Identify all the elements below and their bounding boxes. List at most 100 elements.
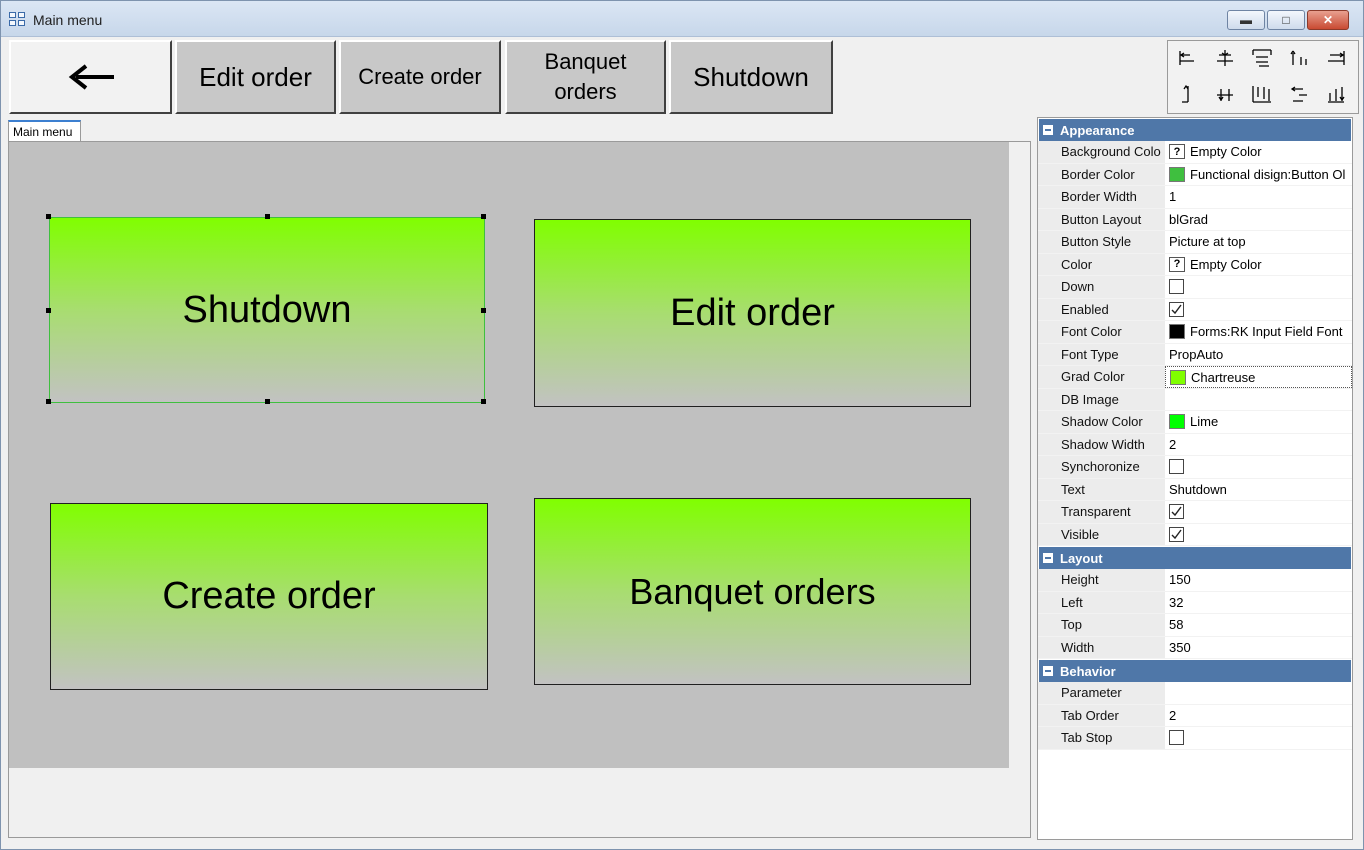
property-value[interactable]: Chartreuse [1165,366,1352,388]
property-row[interactable]: Parameter [1038,682,1352,705]
property-value[interactable]: 350 [1165,637,1352,659]
category-layout[interactable]: Layout [1039,547,1351,569]
property-value[interactable]: Lime [1165,411,1352,433]
space-equal-vertical-icon[interactable] [1250,83,1274,105]
toolbar-create-order-button[interactable]: Create order [339,40,501,114]
align-center-horizontal-icon[interactable] [1213,47,1237,69]
canvas-create-order-button[interactable]: Create order [50,503,488,690]
canvas-edit-order-button[interactable]: Edit order [534,219,971,407]
align-left-icon[interactable] [1176,47,1200,69]
property-value[interactable]: ?Empty Color [1165,141,1352,163]
selection-handle[interactable] [46,214,51,219]
property-row[interactable]: Down [1038,276,1352,299]
toolbar-shutdown-button[interactable]: Shutdown [669,40,833,114]
selection-handle[interactable] [46,308,51,313]
category-behavior[interactable]: Behavior [1039,660,1351,682]
close-button[interactable]: ✕ [1307,10,1349,30]
selection-handle[interactable] [481,214,486,219]
property-name: Enabled [1038,298,1165,320]
property-name: Parameter [1038,682,1165,704]
property-value[interactable] [1165,682,1352,704]
align-bottom-icon[interactable] [1324,83,1348,105]
property-value[interactable] [1165,456,1352,478]
property-row[interactable]: Tab Stop [1038,727,1352,750]
selection-handle[interactable] [481,399,486,404]
property-value[interactable]: 32 [1165,592,1352,614]
property-row[interactable]: Visible [1038,523,1352,546]
collapse-icon[interactable] [1043,666,1053,676]
checkbox[interactable] [1169,301,1184,317]
property-value[interactable]: Picture at top [1165,231,1352,253]
checkbox[interactable] [1169,459,1184,474]
canvas-banquet-orders-button[interactable]: Banquet orders [534,498,971,685]
collapse-icon[interactable] [1043,553,1053,563]
window-controls: ▬ □ ✕ [1227,10,1349,30]
property-row[interactable]: DB Image [1038,388,1352,411]
maximize-button[interactable]: □ [1267,10,1305,30]
toolbar-banquet-orders-button[interactable]: Banquet orders [505,40,666,114]
checkbox[interactable] [1169,279,1184,294]
property-value[interactable] [1165,501,1352,523]
checkbox[interactable] [1169,504,1184,519]
property-row[interactable]: Background Colo?Empty Color [1038,141,1352,164]
align-middle-vertical-icon[interactable] [1176,83,1200,105]
category-appearance[interactable]: Appearance [1039,119,1351,141]
tab-main-menu[interactable]: Main menu [8,120,81,142]
selection-handle[interactable] [481,308,486,313]
selection-handle[interactable] [265,214,270,219]
property-row[interactable]: Enabled [1038,298,1352,321]
property-value[interactable]: Functional disign:Button Ol [1165,164,1352,186]
property-value[interactable]: Shutdown [1165,479,1352,501]
selection-handle[interactable] [46,399,51,404]
property-value[interactable]: 1 [1165,186,1352,208]
align-top-icon[interactable] [1287,47,1311,69]
space-equal-horizontal-icon[interactable] [1250,47,1274,69]
toolbar-edit-order-button[interactable]: Edit order [175,40,336,114]
canvas-shutdown-button[interactable]: Shutdown [49,217,485,403]
back-button[interactable] [9,40,172,114]
minimize-button[interactable]: ▬ [1227,10,1265,30]
property-value[interactable]: 2 [1165,434,1352,456]
property-name: Shadow Width [1038,433,1165,455]
selection-handle[interactable] [265,399,270,404]
property-value[interactable]: 150 [1165,569,1352,591]
property-value[interactable] [1165,299,1352,321]
property-value[interactable]: 58 [1165,614,1352,636]
property-value[interactable] [1165,727,1352,749]
bring-to-front-icon[interactable] [1287,83,1311,105]
checkbox[interactable] [1169,730,1184,745]
align-right-icon[interactable] [1324,47,1348,69]
property-name: Left [1038,591,1165,613]
property-value-text: 2 [1169,707,1177,723]
property-value[interactable]: 2 [1165,705,1352,727]
property-value[interactable]: Forms:RK Input Field Font [1165,321,1352,343]
property-row[interactable]: Color?Empty Color [1038,253,1352,276]
collapse-icon[interactable] [1043,125,1053,135]
property-value[interactable] [1165,276,1352,298]
property-value[interactable]: blGrad [1165,209,1352,231]
property-row[interactable]: Synchoronize [1038,456,1352,479]
property-value[interactable] [1165,389,1352,411]
center-vertical-icon[interactable] [1213,83,1237,105]
property-row[interactable]: Transparent [1038,501,1352,524]
property-value[interactable] [1165,524,1352,546]
checkbox[interactable] [1169,526,1184,542]
property-value[interactable]: PropAuto [1165,344,1352,366]
property-value[interactable]: ?Empty Color [1165,254,1352,276]
